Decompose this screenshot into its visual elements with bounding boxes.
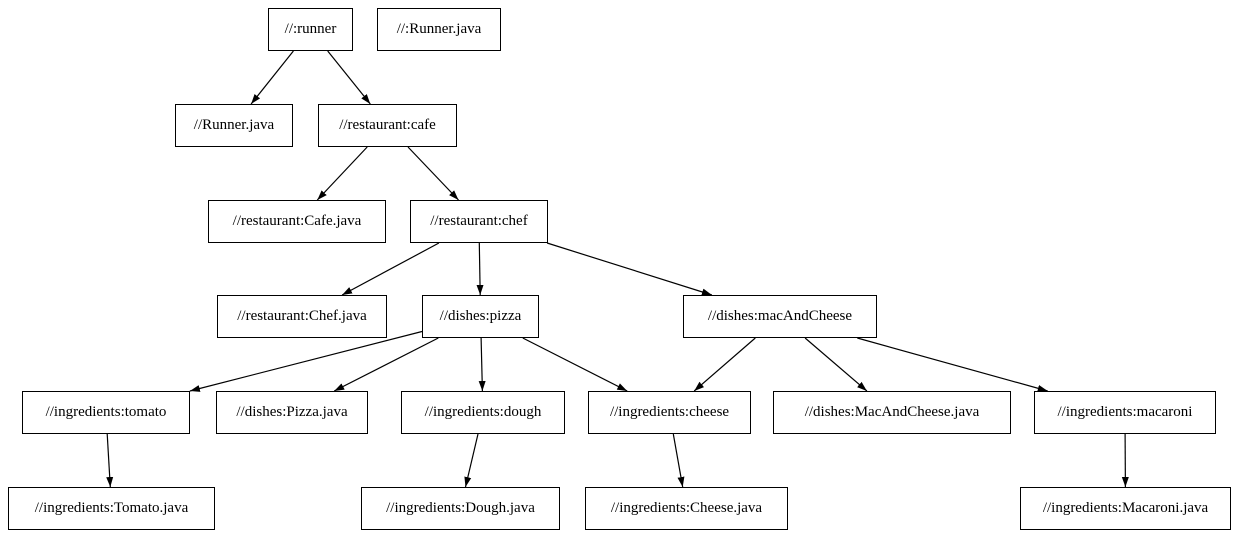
edge-chef-to-pizza — [476, 242, 484, 296]
node-runner: //:runner — [268, 8, 353, 51]
edge-mac-and-cheese-to-cheese — [693, 337, 756, 392]
node-runner-java: //Runner.java — [175, 104, 293, 147]
edge-tomato-to-tomato-java — [106, 433, 114, 488]
node-cafe-java: //restaurant:Cafe.java — [208, 200, 386, 243]
node-label: //dishes:Pizza.java — [236, 404, 348, 420]
edge-chef-to-mac-and-cheese — [546, 242, 713, 296]
node-label: //ingredients:Tomato.java — [34, 500, 189, 516]
node-label: //Runner.java — [193, 117, 275, 133]
node-label: //:Runner.java — [396, 21, 482, 37]
node-mac-and-cheese: //dishes:macAndCheese — [683, 295, 877, 338]
edge-runner-to-cafe — [327, 50, 371, 105]
node-label: //ingredients:Dough.java — [386, 500, 535, 516]
edge-mac-and-cheese-to-macaroni — [857, 337, 1048, 392]
node-label: //restaurant:Chef.java — [237, 308, 367, 324]
edge-runner-to-runner-java — [250, 50, 294, 105]
node-label: //ingredients:Cheese.java — [610, 500, 763, 516]
node-label: //ingredients:dough — [424, 404, 542, 420]
node-runner-java-root: //:Runner.java — [377, 8, 501, 51]
node-tomato: //ingredients:tomato — [22, 391, 190, 434]
node-cafe: //restaurant:cafe — [318, 104, 457, 147]
node-label: //ingredients:Macaroni.java — [1042, 500, 1209, 516]
node-pizza-java: //dishes:Pizza.java — [216, 391, 368, 434]
node-dough: //ingredients:dough — [401, 391, 565, 434]
node-label: //ingredients:cheese — [609, 404, 730, 420]
node-macaroni: //ingredients:macaroni — [1034, 391, 1216, 434]
node-dough-java: //ingredients:Dough.java — [361, 487, 560, 530]
node-mac-and-cheese-java: //dishes:MacAndCheese.java — [773, 391, 1011, 434]
edge-cheese-to-cheese-java — [672, 433, 685, 488]
node-label: //dishes:MacAndCheese.java — [804, 404, 980, 420]
node-macaroni-java: //ingredients:Macaroni.java — [1020, 487, 1231, 530]
edge-pizza-to-cheese — [522, 337, 628, 392]
edge-pizza-to-tomato — [189, 330, 423, 392]
edge-cafe-to-chef — [407, 146, 459, 201]
node-label: //dishes:pizza — [439, 308, 522, 324]
edge-cafe-to-cafe-java — [316, 146, 368, 201]
node-cheese-java: //ingredients:Cheese.java — [585, 487, 788, 530]
node-label: //ingredients:tomato — [45, 404, 167, 420]
node-cheese: //ingredients:cheese — [588, 391, 751, 434]
node-label: //dishes:macAndCheese — [707, 308, 853, 324]
node-label: //restaurant:cafe — [339, 117, 436, 133]
node-label: //restaurant:chef — [430, 213, 528, 229]
node-chef: //restaurant:chef — [410, 200, 548, 243]
node-label: //ingredients:macaroni — [1057, 404, 1193, 420]
node-label: //:runner — [284, 21, 337, 37]
node-tomato-java: //ingredients:Tomato.java — [8, 487, 215, 530]
edge-pizza-to-pizza-java — [333, 337, 439, 392]
node-pizza: //dishes:pizza — [422, 295, 539, 338]
node-chef-java: //restaurant:Chef.java — [217, 295, 387, 338]
edge-chef-to-chef-java — [341, 242, 440, 296]
edge-dough-to-dough-java — [464, 433, 479, 488]
node-label: //restaurant:Cafe.java — [232, 213, 362, 229]
edge-mac-and-cheese-to-mac-and-cheese-java — [804, 337, 868, 392]
edge-pizza-to-dough — [478, 337, 486, 392]
